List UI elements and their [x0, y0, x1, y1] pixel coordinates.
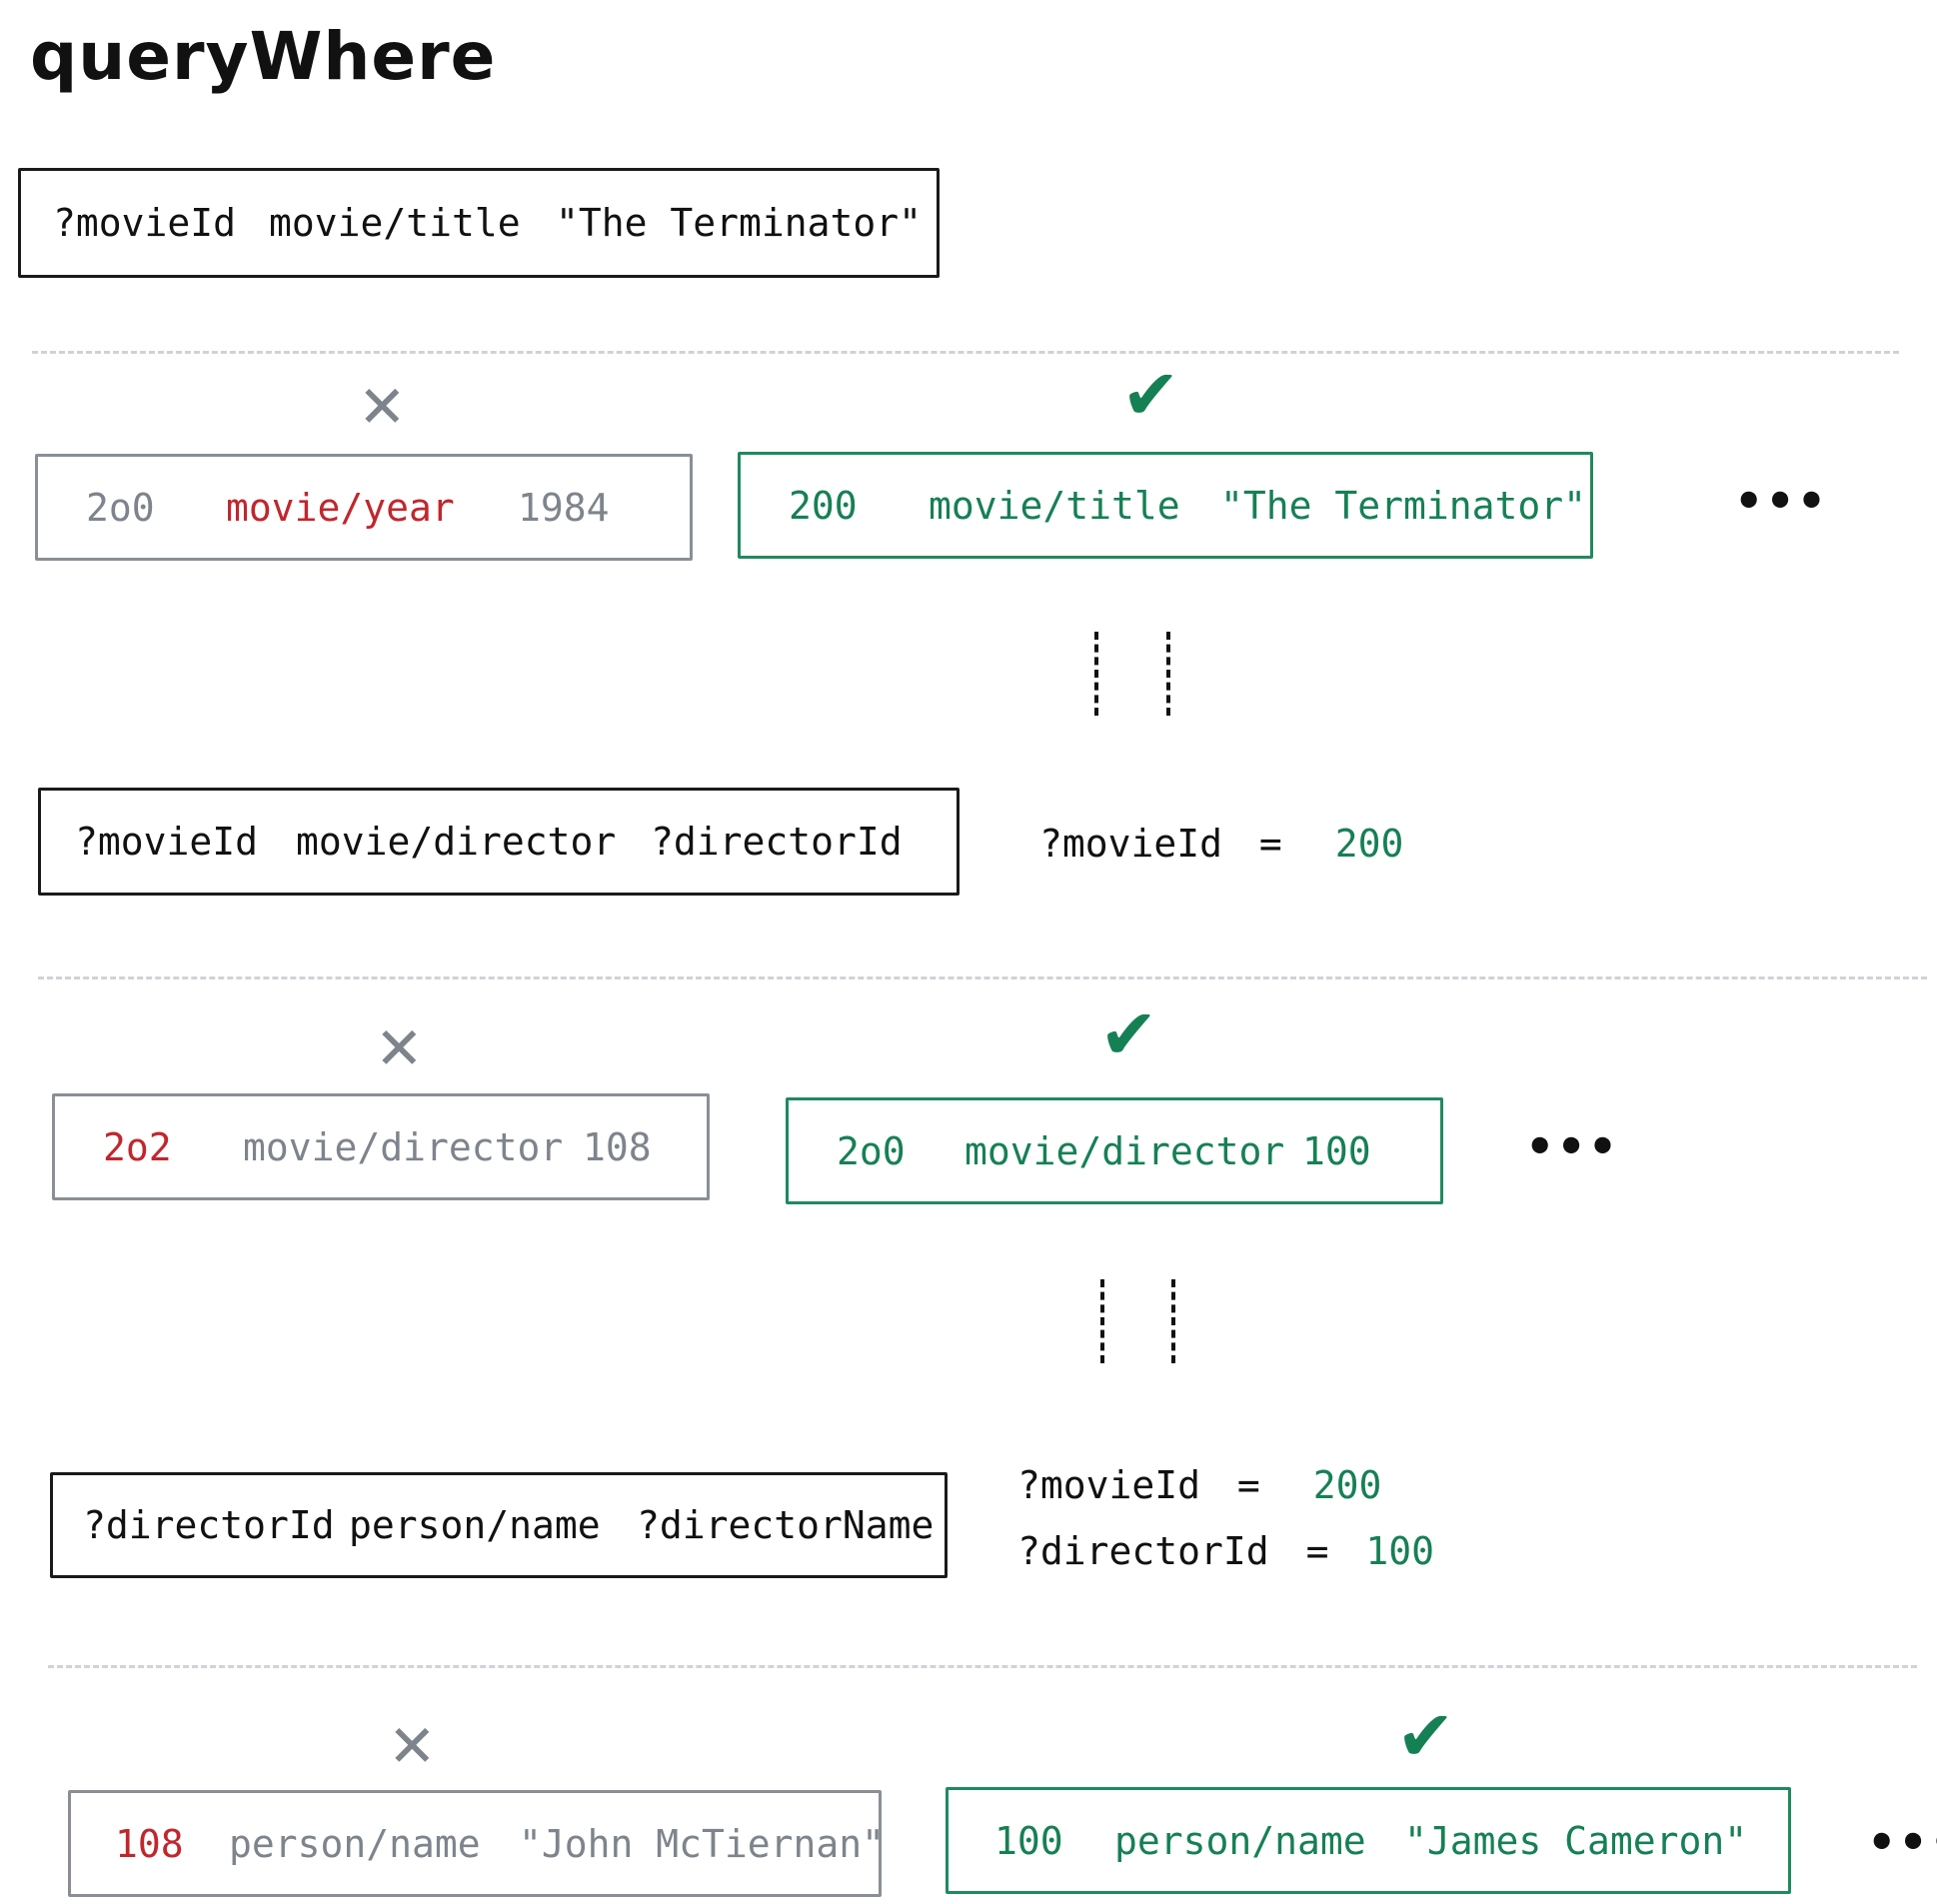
more-results-icon: •••	[1525, 1119, 1620, 1173]
datom-value: "James Cameron"	[1404, 1818, 1748, 1863]
binding-value: 100	[1365, 1529, 1434, 1573]
datom-attribute: movie/director	[965, 1128, 1285, 1173]
clause-attribute: movie/director	[296, 820, 617, 864]
flow-connector	[1094, 632, 1098, 716]
flow-connector	[1100, 1279, 1104, 1363]
binding-value: 200	[1312, 1463, 1382, 1507]
binding-variable: ?directorId	[1017, 1529, 1269, 1573]
query-clause-1: ?movieId movie/title "The Terminator"	[18, 168, 940, 278]
rejected-datom: 2o0 movie/year 1984	[35, 454, 693, 561]
datom-attribute: movie/year	[226, 485, 455, 530]
clause-value: "The Terminator"	[556, 201, 923, 245]
binding-equals: =	[1305, 1529, 1329, 1573]
diagram-title: queryWhere	[30, 18, 497, 95]
more-results-icon: •••	[1734, 474, 1829, 528]
clause-entity: ?movieId	[53, 201, 237, 245]
section-separator	[48, 1665, 1917, 1668]
datom-value: "The Terminator"	[1220, 483, 1587, 528]
datom-attribute: person/name	[1114, 1818, 1366, 1863]
datom-attribute: movie/director	[243, 1124, 564, 1169]
section-separator	[38, 976, 1927, 979]
cross-icon: ✕	[375, 1014, 424, 1082]
binding-row: ?movieId = 200	[1017, 1463, 1381, 1507]
cross-icon: ✕	[388, 1712, 437, 1780]
datom-entity: 200	[789, 483, 858, 528]
binding-value: 200	[1334, 822, 1404, 866]
section-separator	[32, 351, 1899, 354]
query-clause-2: ?movieId movie/director ?directorId	[38, 788, 960, 896]
datom-attribute: person/name	[229, 1821, 481, 1866]
flow-connector	[1171, 1279, 1175, 1363]
binding-equals: =	[1236, 1463, 1260, 1507]
datom-attribute: movie/title	[929, 483, 1180, 528]
accepted-datom: 2o0 movie/director 100	[786, 1097, 1443, 1204]
cross-icon: ✕	[358, 373, 407, 441]
check-icon: ✔	[1396, 1695, 1455, 1777]
datom-value: 1984	[518, 485, 610, 530]
query-clause-3: ?directorId person/name ?directorName	[50, 1472, 948, 1578]
accepted-datom: 100 person/name "James Cameron"	[946, 1787, 1791, 1894]
datom-value: "John McTiernan"	[519, 1821, 886, 1866]
accepted-datom: 200 movie/title "The Terminator"	[738, 452, 1593, 559]
datom-entity: 2o2	[103, 1124, 172, 1169]
rejected-datom: 108 person/name "John McTiernan"	[68, 1790, 886, 1897]
check-icon: ✔	[1121, 354, 1180, 436]
flow-connector	[1166, 632, 1170, 716]
rejected-datom: 2o2 movie/director 108	[52, 1093, 710, 1200]
datom-entity: 108	[115, 1821, 184, 1866]
datom-entity: 2o0	[837, 1128, 906, 1173]
binding-equals: =	[1258, 822, 1282, 866]
datom-value: 100	[1302, 1128, 1371, 1173]
datom-value: 108	[583, 1124, 652, 1169]
clause-value: ?directorName	[637, 1503, 935, 1547]
binding-variable: ?movieId	[1017, 1463, 1201, 1507]
more-results-icon: •••	[1867, 1815, 1937, 1869]
check-icon: ✔	[1099, 993, 1158, 1075]
binding-row: ?movieId = 200	[1039, 822, 1403, 866]
datom-entity: 2o0	[86, 485, 155, 530]
binding-row: ?directorId = 100	[1017, 1529, 1434, 1573]
clause-entity: ?directorId	[83, 1503, 335, 1547]
datom-entity: 100	[994, 1818, 1063, 1863]
clause-attribute: person/name	[349, 1503, 601, 1547]
clause-entity: ?movieId	[75, 820, 259, 864]
clause-attribute: movie/title	[269, 201, 521, 245]
clause-value: ?directorId	[651, 820, 903, 864]
binding-variable: ?movieId	[1039, 822, 1223, 866]
